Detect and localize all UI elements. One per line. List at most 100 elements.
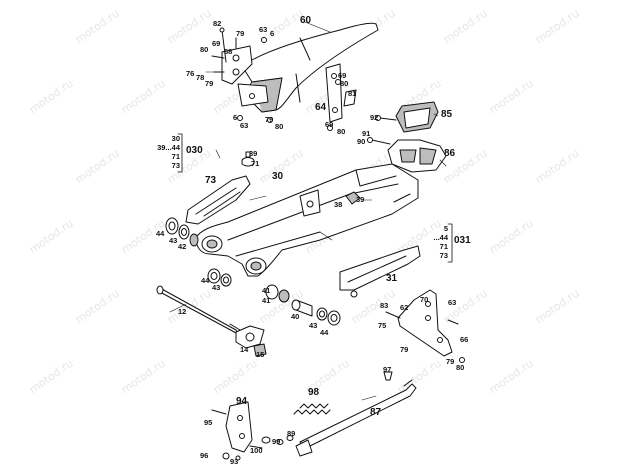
part-label-94: 94 <box>236 396 248 407</box>
part-label-69b: 69 <box>338 71 347 80</box>
part-label-41a: 41 <box>262 286 271 295</box>
part-label-92: 92 <box>370 113 379 122</box>
part-label-87: 87 <box>370 407 382 418</box>
part-label-31: 31 <box>386 273 398 284</box>
part-label-38: 38 <box>334 200 343 209</box>
part-label-6b: 6 <box>233 113 238 122</box>
bearing-set-lower <box>207 268 232 287</box>
part-label-90: 90 <box>357 137 366 146</box>
group-030-code: 030 <box>186 145 203 156</box>
part-label-80b: 80 <box>340 79 349 88</box>
part-label-82: 82 <box>213 19 222 28</box>
part-label-63a: 63 <box>259 25 268 34</box>
stand-bracket-94 <box>211 401 253 461</box>
part-label-96: 96 <box>200 451 209 460</box>
part-label-62: 62 <box>400 303 409 312</box>
part-label-95: 95 <box>204 418 213 427</box>
part-label-98: 98 <box>308 387 320 398</box>
group-030-item-3: 71 <box>171 152 180 161</box>
part-label-60: 60 <box>300 15 312 26</box>
group-031: 5 ...44 71 73 031 <box>424 224 470 260</box>
part-label-44c: 44 <box>320 328 329 337</box>
swingarm-30 <box>195 163 419 277</box>
group-030-item-4: 73 <box>171 161 180 170</box>
part-label-12: 12 <box>178 307 187 316</box>
leader-lines <box>169 21 447 401</box>
part-label-80d: 80 <box>337 127 346 136</box>
group-031-item-4: 73 <box>439 251 448 260</box>
part-label-42: 42 <box>178 242 187 251</box>
part-label-43c: 43 <box>309 321 318 330</box>
part-label-70: 70 <box>420 295 429 304</box>
part-label-81: 81 <box>348 89 357 98</box>
part-label-39b: 39 <box>356 195 365 204</box>
group-030-item-2: 39...44 <box>157 143 180 152</box>
part-label-69c: 69 <box>325 120 334 129</box>
part-label-73: 73 <box>205 175 217 186</box>
part-label-30: 30 <box>272 171 284 182</box>
part-label-69a: 69 <box>212 39 221 48</box>
part-label-63c: 63 <box>448 298 457 307</box>
part-label-66: 66 <box>460 335 469 344</box>
plug-71 <box>241 151 255 167</box>
part-label-99: 99 <box>272 437 281 446</box>
group-031-code: 031 <box>454 235 471 246</box>
part-label-75: 75 <box>378 321 387 330</box>
chain-guard-31 <box>339 245 421 298</box>
part-label-97: 97 <box>383 365 392 374</box>
part-label-44b: 44 <box>201 276 210 285</box>
part-label-43a: 43 <box>169 236 178 245</box>
hardware-89-99-100 <box>249 435 294 449</box>
part-label-76: 76 <box>186 69 195 78</box>
group-031-item-2: ...44 <box>433 233 448 242</box>
part-label-15: 15 <box>256 350 265 359</box>
chain-slider-85 <box>375 101 439 133</box>
part-label-79d: 79 <box>400 345 409 354</box>
part-label-80e: 80 <box>456 363 465 372</box>
bearing-set-left <box>165 217 199 247</box>
part-label-63b: 63 <box>240 121 249 130</box>
part-label-100: 100 <box>250 446 263 455</box>
part-label-68: 68 <box>224 47 233 56</box>
part-label-44a: 44 <box>156 229 165 238</box>
bolts-top <box>219 27 341 131</box>
part-label-79a: 79 <box>236 29 245 38</box>
chain-guide-86 <box>367 137 447 173</box>
part-label-64: 64 <box>315 102 327 113</box>
side-stand-87 <box>295 371 417 457</box>
part-label-91: 91 <box>362 129 371 138</box>
group-brackets <box>177 133 453 263</box>
group-031-item-1: 5 <box>443 224 448 233</box>
mounting-plate-68 <box>211 45 269 107</box>
spring-98 <box>293 403 331 415</box>
part-label-79b: 79 <box>205 79 214 88</box>
part-label-43b: 43 <box>212 283 221 292</box>
swingarm-axle-12 <box>156 285 241 335</box>
part-label-80c: 80 <box>275 122 284 131</box>
part-label-93: 93 <box>230 457 239 466</box>
bracket-70 <box>385 289 465 363</box>
part-label-83: 83 <box>380 301 389 310</box>
washer-14 <box>235 325 267 357</box>
part-label-79c: 79 <box>265 115 274 124</box>
part-label-89: 89 <box>287 429 296 438</box>
part-label-79e: 79 <box>446 357 455 366</box>
bracket-64 <box>325 63 357 123</box>
part-label-71: 71 <box>251 159 260 168</box>
part-label-14: 14 <box>240 345 249 354</box>
part-label-39a: 39 <box>249 149 258 158</box>
part-label-40: 40 <box>291 312 300 321</box>
group-031-item-3: 71 <box>439 242 448 251</box>
nut-38 <box>345 191 361 205</box>
part-label-86: 86 <box>444 148 456 159</box>
part-label-85: 85 <box>441 109 453 120</box>
bushings-40-41 <box>265 284 341 326</box>
group-030-item-1: 30 <box>171 134 180 143</box>
swingarm-slider-73 <box>185 175 251 225</box>
part-label-41b: 41 <box>262 296 271 305</box>
part-label-6a: 6 <box>270 29 275 38</box>
part-label-78: 78 <box>196 73 205 82</box>
group-030: 30 39...44 71 73 030 <box>150 134 203 170</box>
